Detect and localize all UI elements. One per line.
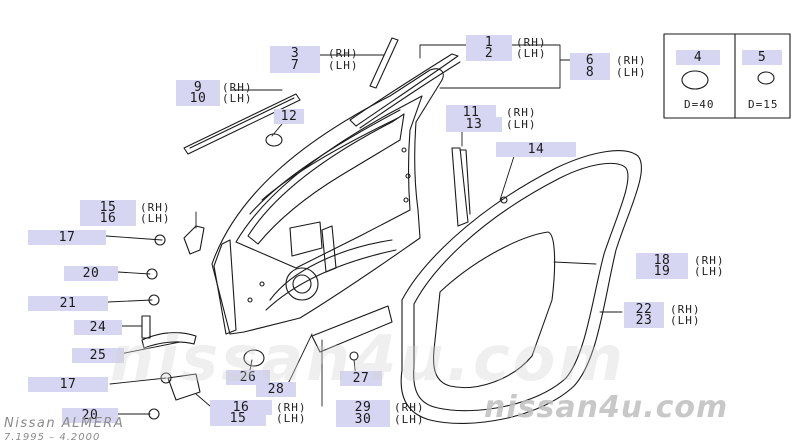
- small-parts: [141, 133, 508, 420]
- side-rh: (RH): [616, 54, 647, 67]
- callout-6: 6: [570, 53, 610, 68]
- callout-20: 20: [62, 408, 118, 423]
- watermark-background: nissan4u.com: [110, 322, 626, 395]
- side-rh: (RH): [222, 81, 253, 94]
- plug-inset-box: [663, 33, 791, 119]
- callout-2: 2: [466, 46, 512, 61]
- side-lh: (LH): [394, 413, 425, 426]
- side-rh: (RH): [516, 36, 547, 49]
- callout-13: 13: [446, 117, 502, 132]
- diameter-40: D=40: [684, 98, 715, 111]
- side-lh: (LH): [506, 118, 537, 131]
- callout-11: 11: [446, 105, 496, 120]
- callout-27: 27: [340, 371, 382, 386]
- callout-15: 15: [210, 411, 266, 426]
- outer-weatherstrip: [183, 93, 301, 155]
- glass-run-strip: [349, 53, 461, 129]
- callout-21: 21: [28, 296, 108, 311]
- diameter-15: D=15: [748, 98, 779, 111]
- door-sash: [451, 147, 469, 227]
- callout-3: 3: [270, 46, 320, 61]
- callout-30: 30: [336, 412, 390, 427]
- callout-29: 29: [336, 400, 390, 415]
- callout-5: 5: [742, 50, 782, 65]
- callout-20: 20: [64, 266, 118, 281]
- side-lh: (LH): [140, 212, 171, 225]
- door-opening-weatherstrip: [400, 150, 642, 424]
- plug-small-icon: [757, 71, 775, 85]
- side-lh: (LH): [276, 412, 307, 425]
- callout-25: 25: [72, 348, 124, 363]
- callout-28: 28: [256, 382, 296, 397]
- side-rh: (RH): [694, 254, 725, 267]
- callout-16: 16: [80, 211, 136, 226]
- side-lh: (LH): [670, 314, 701, 327]
- side-rh: (RH): [670, 303, 701, 316]
- callout-17: 17: [28, 230, 106, 245]
- callout-23: 23: [624, 313, 664, 328]
- callout-10: 10: [176, 91, 220, 106]
- callout-26: 26: [226, 370, 270, 385]
- callout-17: 17: [28, 377, 108, 392]
- plug-large-icon: [681, 70, 709, 90]
- callout-8: 8: [570, 65, 610, 80]
- side-rh: (RH): [394, 401, 425, 414]
- side-rh: (RH): [140, 201, 171, 214]
- callout-7: 7: [270, 58, 320, 73]
- callout-24: 24: [74, 320, 122, 335]
- side-lh: (LH): [516, 47, 547, 60]
- callout-19: 19: [636, 264, 688, 279]
- watermark: nissan4u.com: [484, 390, 729, 425]
- side-lh: (LH): [616, 66, 647, 79]
- side-rh: (RH): [506, 106, 537, 119]
- side-rh: (RH): [276, 401, 307, 414]
- door-moulding: [369, 37, 399, 89]
- side-lh: (LH): [694, 265, 725, 278]
- callout-14: 14: [496, 142, 576, 157]
- side-lh: (LH): [328, 59, 359, 72]
- door-shell: [211, 68, 444, 335]
- callout-12: 12: [274, 109, 304, 124]
- side-lh: (LH): [222, 92, 253, 105]
- side-rh: (RH): [328, 47, 359, 60]
- model-years: 7.1995 – 4.2000: [4, 432, 101, 443]
- model-name: Nissan ALMERA: [4, 416, 125, 431]
- callout-4: 4: [676, 50, 720, 65]
